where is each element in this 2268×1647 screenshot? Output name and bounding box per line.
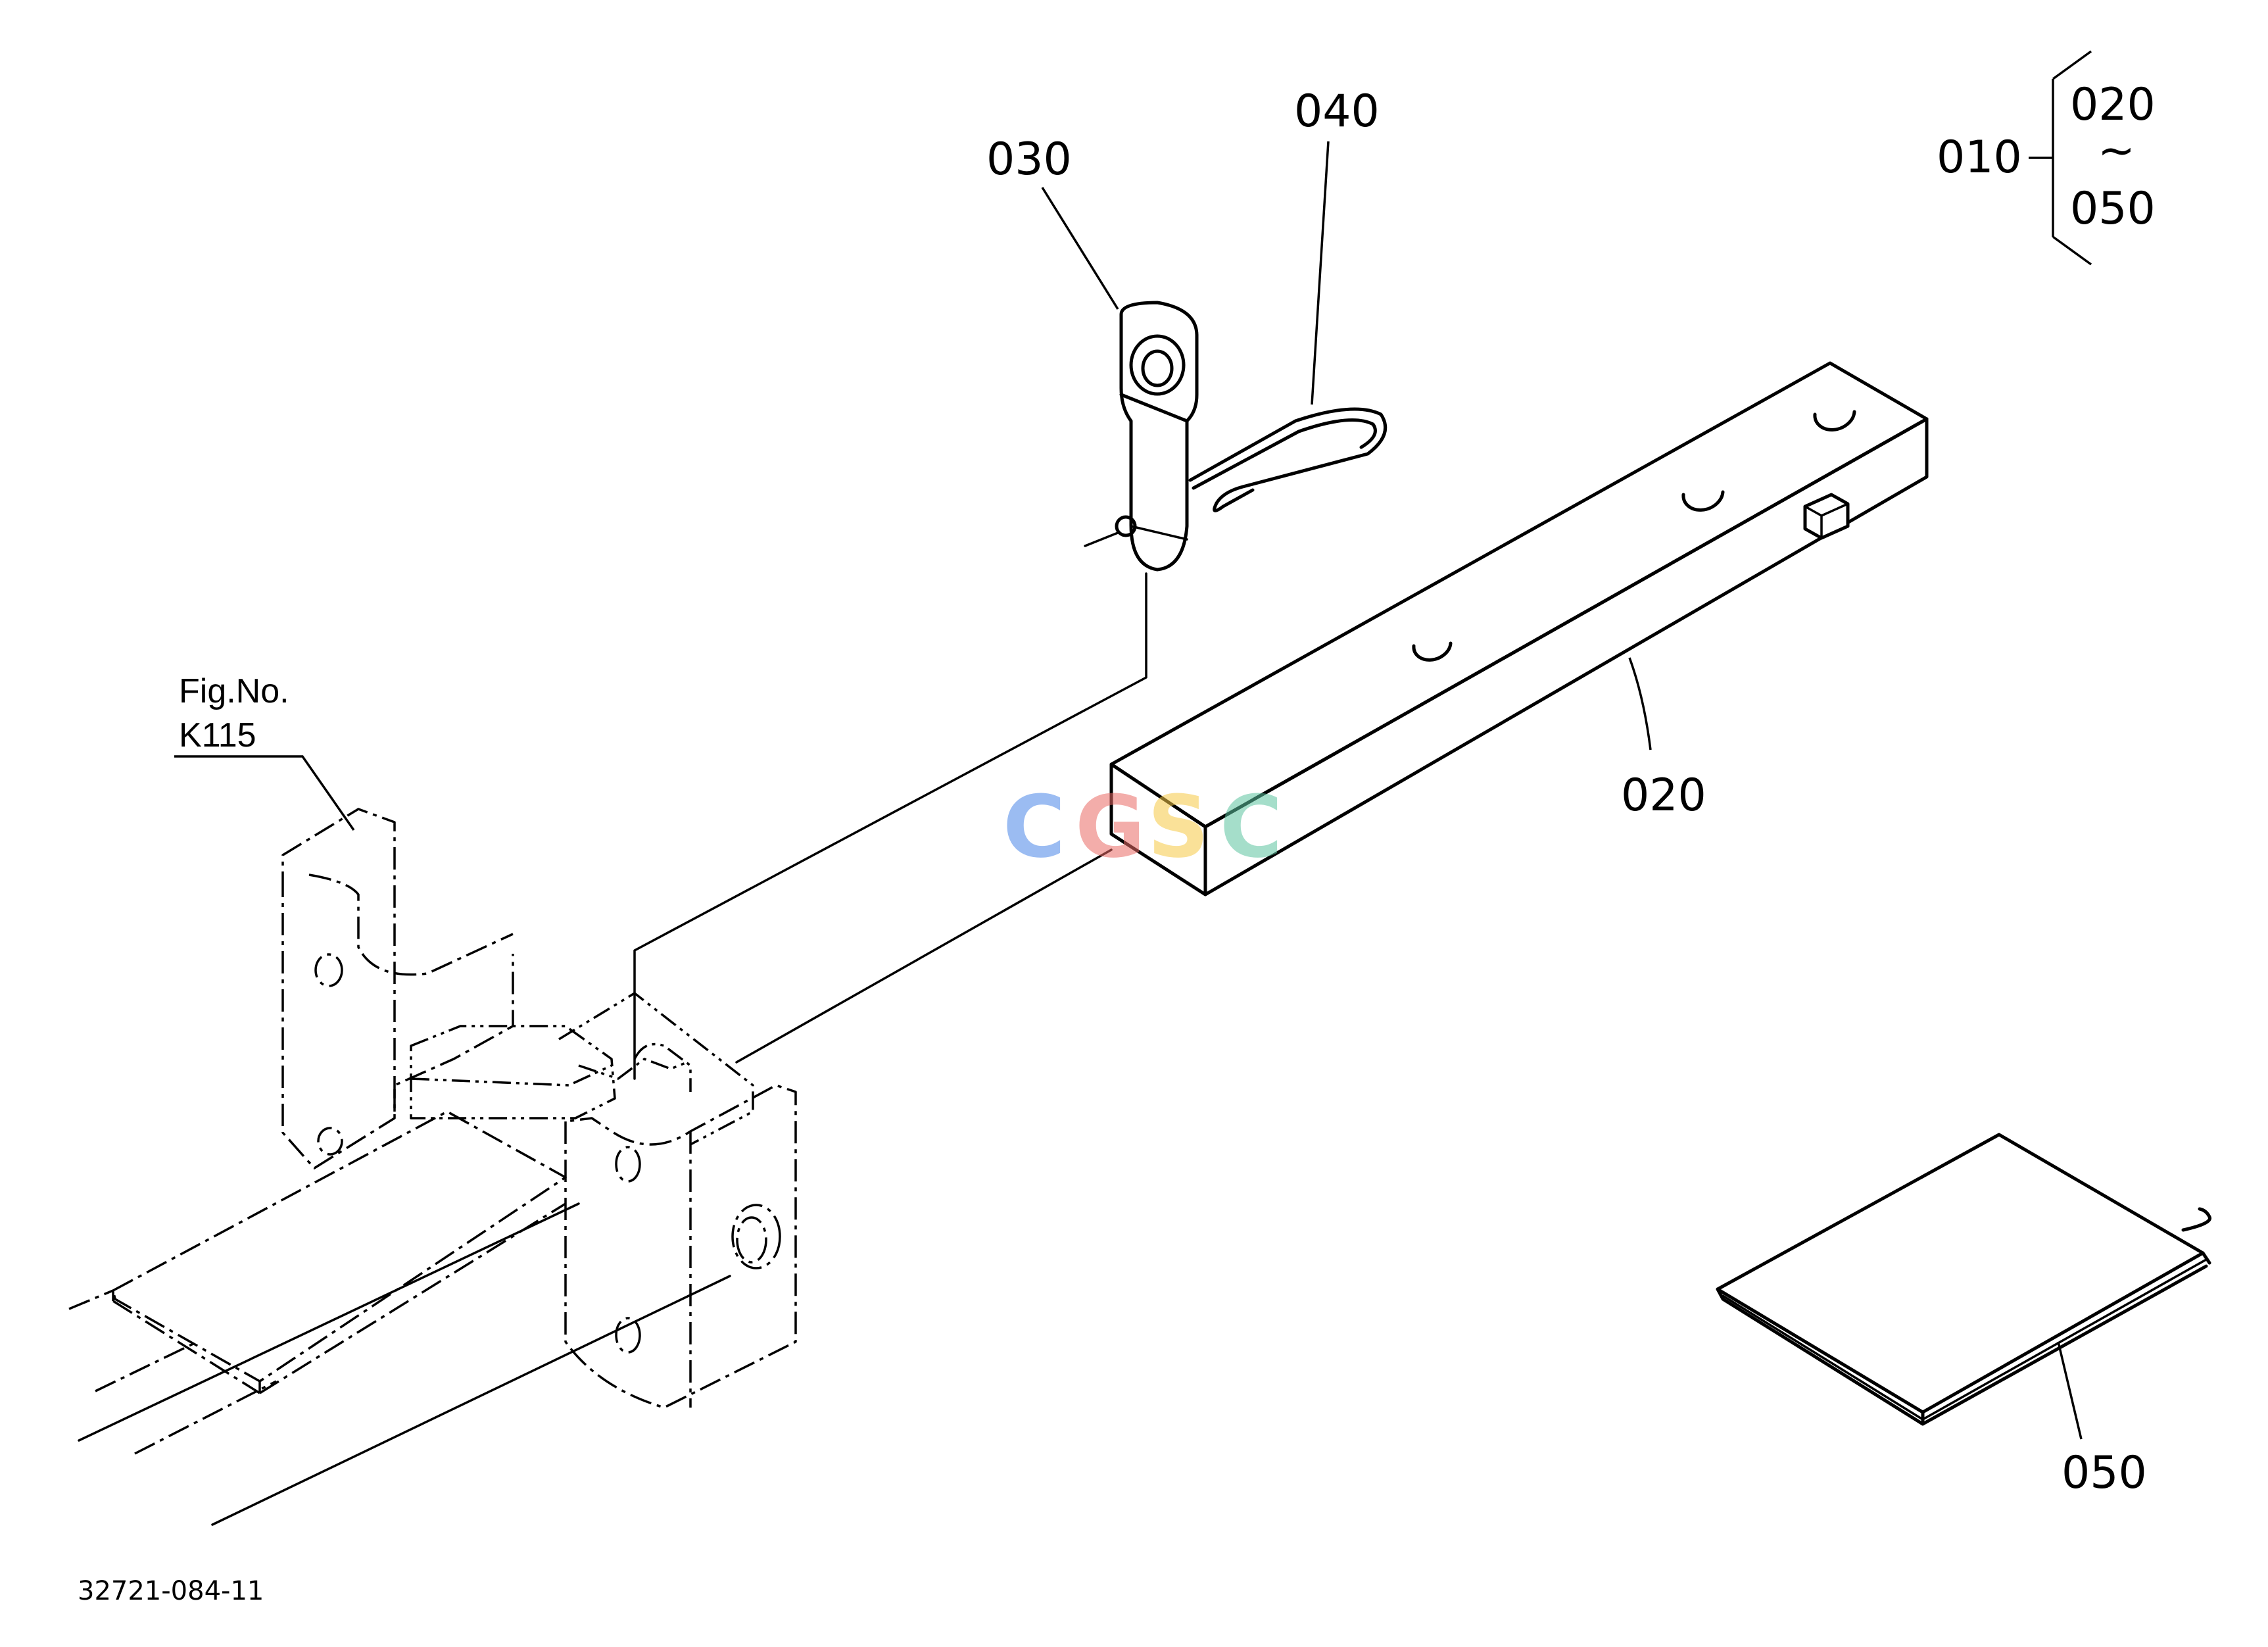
callout-050-range-end: 050	[2070, 183, 2156, 235]
callout-040: 040	[1294, 86, 1380, 137]
callout-030: 030	[986, 134, 1072, 185]
watermark-letter-3: S	[1147, 777, 1209, 877]
callout-020-range-start: 020	[2070, 79, 2156, 131]
drawbar-beam	[1109, 361, 1929, 897]
callout-050: 050	[2062, 1447, 2147, 1499]
range-bracket	[2029, 50, 2092, 266]
callout-020: 020	[1621, 770, 1706, 822]
watermark-logo: C G S C	[1003, 777, 1282, 877]
callout-range-separator: ~	[2098, 125, 2135, 177]
callout-010: 010	[1937, 132, 2022, 184]
watermark-letter-4: C	[1220, 777, 1282, 877]
operators-manual	[1716, 1133, 2211, 1426]
drawing-code: 32721-084-11	[78, 1576, 264, 1606]
hitch-pin	[1084, 301, 1199, 572]
watermark-letter-1: C	[1003, 777, 1065, 877]
watermark-letter-2: G	[1075, 777, 1146, 877]
figure-reference-label: Fig.No.	[179, 672, 289, 710]
guide-lines	[78, 572, 1147, 1526]
hitch-bracket-reference	[68, 808, 797, 1455]
retaining-clip	[1188, 407, 1387, 512]
leader-lines	[174, 141, 2083, 1440]
figure-reference-number: K115	[179, 716, 256, 754]
